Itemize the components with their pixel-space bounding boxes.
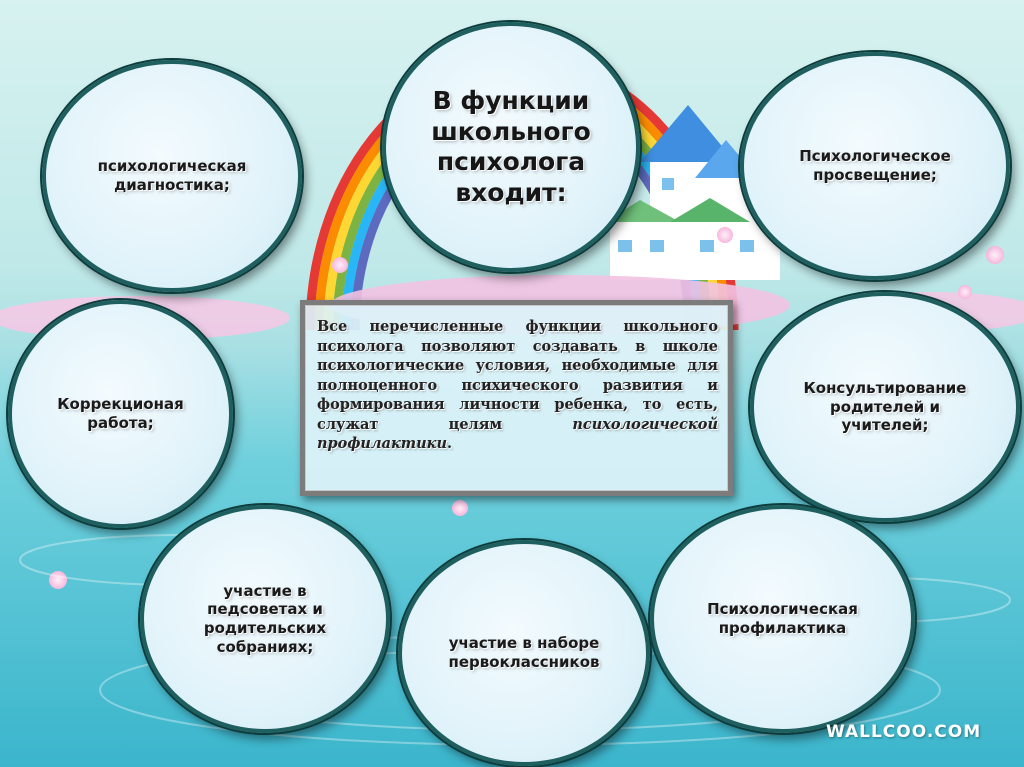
summary-box: Все перечисленные функции школьного псих… xyxy=(300,300,733,496)
function-label: Психологическая профилактика xyxy=(707,600,858,637)
summary-end: . xyxy=(447,435,453,452)
function-bubble-consulting: Консультирование родителей и учителей; xyxy=(750,292,1020,522)
function-label: участие в наборе первоклассников xyxy=(448,634,600,671)
summary-main: Все перечисленные функции школьного псих… xyxy=(317,318,718,433)
function-label: Коррекционая работа; xyxy=(57,395,184,432)
summary-text: Все перечисленные функции школьного псих… xyxy=(317,317,718,454)
function-label: участие в педсоветах и родительских собр… xyxy=(203,581,327,656)
diagram-title: В функции школьного психолога входит: xyxy=(431,86,591,207)
function-bubble-enrollment: участие в наборе первоклассников xyxy=(398,540,650,766)
function-bubble-correction: Коррекционая работа; xyxy=(8,300,233,528)
watermark-text: WALLCOO.COM xyxy=(826,722,982,742)
function-bubble-education: Психологическое просвещение; xyxy=(740,52,1010,280)
function-label: Консультирование родителей и учителей; xyxy=(803,378,967,435)
function-label: Психологическое просвещение; xyxy=(799,147,951,184)
function-bubble-councils: участие в педсоветах и родительских собр… xyxy=(140,505,390,733)
function-bubble-diagnostics: психологическая диагностика; xyxy=(42,60,302,292)
function-bubble-prevention: Психологическая профилактика xyxy=(650,505,915,733)
title-bubble: В функции школьного психолога входит: xyxy=(382,22,640,272)
houses-graphic xyxy=(605,105,780,280)
function-label: психологическая диагностика; xyxy=(97,157,247,194)
summary-emphasis: психологической профилактики xyxy=(317,415,718,453)
